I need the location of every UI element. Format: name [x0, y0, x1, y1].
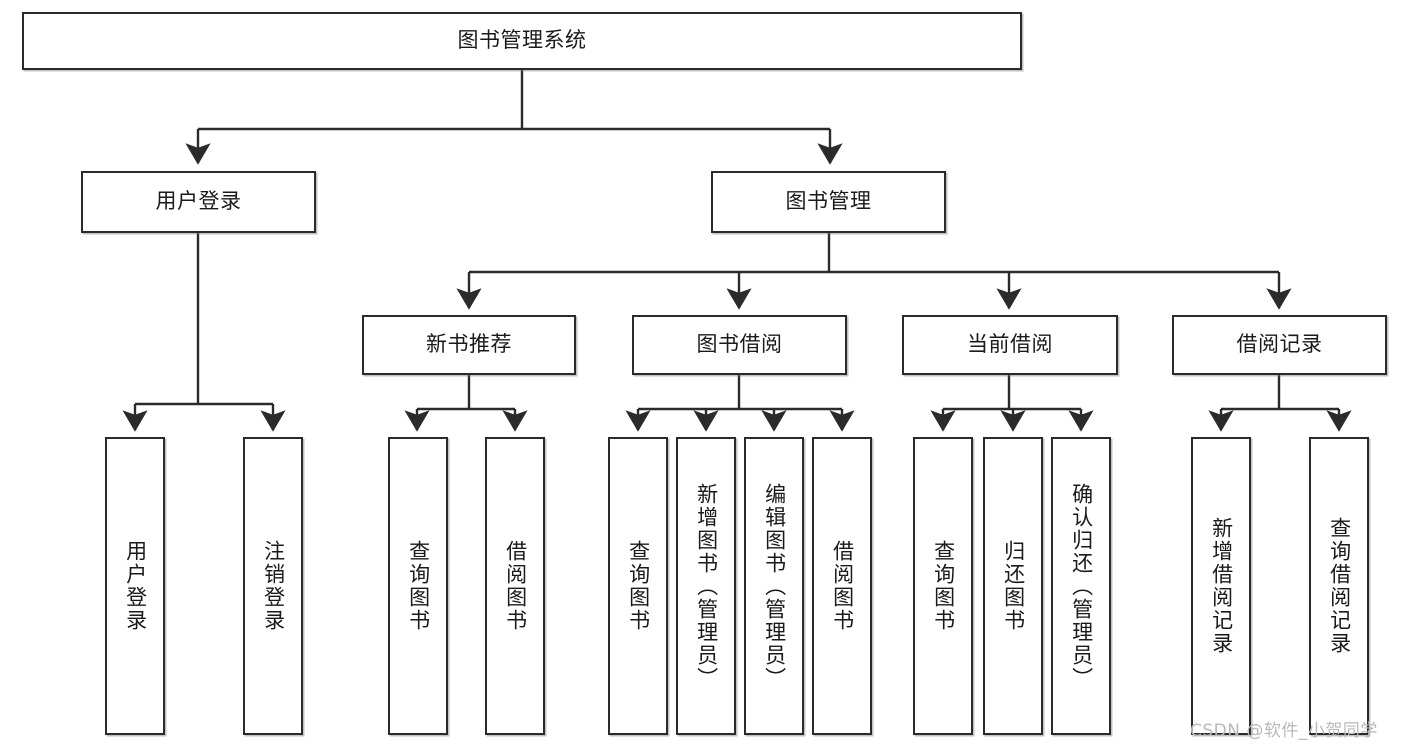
node-label: 图书管理系统: [457, 28, 587, 53]
node-leaf-return-books[interactable]: 归还图书: [983, 437, 1043, 735]
node-label: 确认归还（管理员）: [1069, 482, 1094, 690]
node-label: 借阅记录: [1236, 332, 1323, 357]
node-label: 借阅图书: [503, 540, 528, 632]
csdn-watermark: CSDN @软件_小贺同学: [1190, 721, 1378, 741]
node-leaf-add-borrow-record[interactable]: 新增借阅记录: [1191, 437, 1251, 735]
node-label: 用户登录: [123, 540, 148, 632]
node-leaf-query-books-new[interactable]: 查询图书: [388, 437, 448, 735]
node-label: 图书管理: [785, 189, 872, 214]
node-label: 查询图书: [931, 540, 956, 632]
node-label: 借阅图书: [830, 540, 855, 632]
node-new-book-recommendation[interactable]: 新书推荐: [362, 315, 576, 375]
node-leaf-confirm-return-admin[interactable]: 确认归还（管理员）: [1051, 437, 1111, 735]
node-leaf-add-book-admin[interactable]: 新增图书（管理员）: [676, 437, 736, 735]
node-label: 新书推荐: [426, 332, 512, 357]
node-label: 注销登录: [261, 540, 286, 632]
node-book-management[interactable]: 图书管理: [711, 171, 946, 233]
node-book-management-system[interactable]: 图书管理系统: [22, 12, 1022, 70]
node-label: 新增借阅记录: [1209, 517, 1234, 655]
node-leaf-edit-book-admin[interactable]: 编辑图书（管理员）: [744, 437, 804, 735]
node-leaf-query-borrow-record[interactable]: 查询借阅记录: [1309, 437, 1369, 735]
node-label: 当前借阅: [967, 332, 1053, 357]
node-user-login[interactable]: 用户登录: [81, 171, 316, 233]
node-current-borrowing[interactable]: 当前借阅: [902, 315, 1118, 375]
node-label: 归还图书: [1001, 540, 1026, 632]
node-leaf-borrow-books[interactable]: 借阅图书: [812, 437, 872, 735]
node-book-borrowing[interactable]: 图书借阅: [632, 315, 847, 375]
node-label: 图书借阅: [696, 332, 783, 357]
node-borrow-records[interactable]: 借阅记录: [1172, 315, 1387, 375]
node-leaf-query-books-borrow[interactable]: 查询图书: [608, 437, 668, 735]
node-label: 查询借阅记录: [1327, 517, 1352, 655]
node-label: 编辑图书（管理员）: [762, 482, 787, 690]
node-label: 查询图书: [626, 540, 651, 632]
node-label: 用户登录: [155, 189, 242, 214]
node-leaf-query-books-current[interactable]: 查询图书: [913, 437, 973, 735]
node-leaf-user-login[interactable]: 用户登录: [105, 437, 165, 735]
node-leaf-logout[interactable]: 注销登录: [243, 437, 303, 735]
node-label: 新增图书（管理员）: [694, 482, 719, 690]
node-label: 查询图书: [406, 540, 431, 632]
node-leaf-borrow-books-new[interactable]: 借阅图书: [485, 437, 545, 735]
